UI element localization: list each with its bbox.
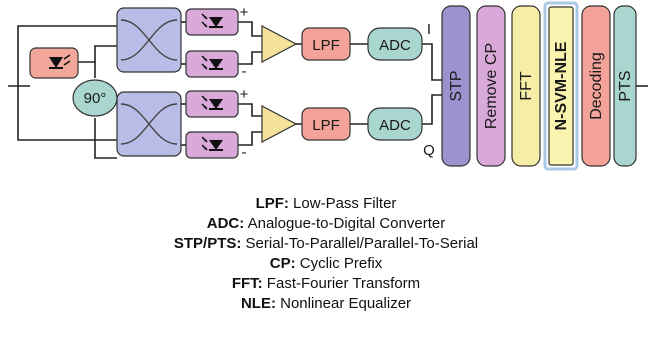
receiver-block-diagram: 90° + - + -: [8, 1, 648, 171]
lpf-top: LPF: [301, 27, 351, 61]
amplifier-bottom: [261, 105, 298, 143]
legend-definition: Nonlinear Equalizer: [275, 295, 412, 312]
adc-top: ADC: [367, 27, 423, 61]
remove-cp-block: Remove CP: [476, 5, 506, 167]
adc-bottom-label: ADC: [379, 117, 411, 134]
legend-definition: Cyclic Prefix: [295, 255, 383, 272]
top-minus-sign: -: [242, 63, 247, 80]
photodiode-2: [185, 50, 239, 78]
pts-label: PTS: [617, 70, 634, 101]
q-branch-label: Q: [423, 142, 435, 159]
local-oscillator-laser: [29, 47, 79, 79]
fft-block: FFT: [511, 5, 541, 167]
legend-definition: Serial-To-Parallel/Parallel-To-Serial: [241, 235, 479, 252]
top-plus-sign: +: [240, 4, 249, 21]
legend-definition: Analogue-to-Digital Converter: [244, 215, 446, 232]
nsvm-nle-label: N-SVM-NLE: [553, 41, 570, 130]
i-branch-label: I: [427, 21, 431, 38]
legend-term: FFT:: [231, 275, 263, 292]
photodiode-3: [185, 90, 239, 118]
decoding-label: Decoding: [588, 52, 605, 120]
legend-term: ADC:: [206, 215, 245, 232]
legend-item-lpf: LPF: Low-Pass Filter: [0, 194, 652, 214]
bottom-minus-sign: -: [242, 144, 247, 161]
photodiode-4: [185, 131, 239, 159]
legend-term: NLE:: [240, 295, 276, 312]
signal-lines: [8, 21, 648, 159]
legend-term: STP/PTS:: [173, 235, 242, 252]
phase-shifter: 90°: [72, 79, 118, 117]
amplifier-triangle-icon: [261, 105, 298, 143]
bottom-plus-sign: +: [240, 86, 249, 103]
legend-item-nle: NLE: Nonlinear Equalizer: [0, 294, 652, 314]
legend-term: LPF:: [255, 195, 289, 212]
legend-item-stp-pts: STP/PTS: Serial-To-Parallel/Parallel-To-…: [0, 234, 652, 254]
optical-hybrid-top: [116, 7, 182, 73]
lpf-bottom: LPF: [301, 107, 351, 141]
lpf-bottom-label: LPF: [312, 117, 340, 134]
legend-term: CP:: [269, 255, 296, 272]
adc-top-label: ADC: [379, 37, 411, 54]
legend-item-cp: CP: Cyclic Prefix: [0, 254, 652, 274]
stp-label: STP: [448, 70, 465, 101]
legend-definition: Fast-Fourier Transform: [262, 275, 421, 292]
optical-hybrid-icon: [120, 19, 178, 61]
decoding-block: Decoding: [581, 5, 611, 167]
amplifier-triangle-icon: [261, 25, 298, 63]
pts-block: PTS: [613, 5, 637, 167]
optical-hybrid-bottom: [116, 91, 182, 157]
legend-item-adc: ADC: Analogue-to-Digital Converter: [0, 214, 652, 234]
nsvm-nle-block: N-SVM-NLE: [543, 1, 579, 171]
adc-bottom: ADC: [367, 107, 423, 141]
lpf-top-label: LPF: [312, 37, 340, 54]
fft-label: FFT: [518, 71, 535, 101]
photodiode-1: [185, 8, 239, 36]
abbreviation-legend: LPF: Low-Pass Filter ADC: Analogue-to-Di…: [0, 194, 652, 314]
optical-hybrid-icon: [120, 103, 178, 145]
legend-item-fft: FFT: Fast-Fourier Transform: [0, 274, 652, 294]
remove-cp-label: Remove CP: [483, 43, 500, 129]
stp-block: STP: [441, 5, 471, 167]
legend-definition: Low-Pass Filter: [288, 195, 397, 212]
phase-shifter-label: 90°: [84, 90, 107, 107]
laser-diode-icon: [49, 54, 71, 69]
amplifier-top: [261, 25, 298, 63]
